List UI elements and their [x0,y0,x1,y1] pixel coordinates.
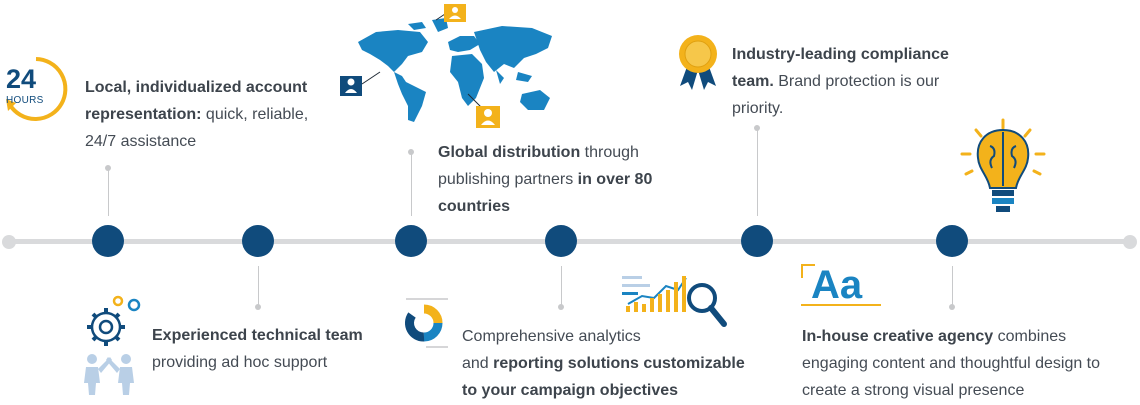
stem-dot-distribution [408,149,414,155]
technical-rest: providing ad hoc support [152,354,328,371]
typography-icon: Aa [801,264,881,306]
stem-technical [258,266,259,306]
gears-teamwork-icon [80,293,148,397]
distribution-bold-1: Global distribution [438,144,581,161]
24-hours-icon: 24 HOURS [2,55,70,123]
stem-dot-creative [949,304,955,310]
support-description: Local, individualized account representa… [85,74,325,155]
support-rest: quick, reliable, 24/7 assistance [85,106,309,150]
timeline-node-distribution [395,225,427,257]
technical-description: Experienced technical team providing ad … [152,322,412,376]
analytics-line-1: Comprehensive analytics [462,328,641,345]
compliance-description: Industry-leading compliance team. Brand … [732,41,972,122]
timeline-node-analytics [545,225,577,257]
distribution-description: Global distribution through publishing p… [438,139,668,220]
stem-creative [952,266,953,306]
donut-chart-icon [402,297,452,349]
world-map-icon [336,2,566,128]
stem-dot-support [105,165,111,171]
award-ribbon-icon [676,34,720,90]
analytics-line-2-bold: reporting solutions customizable [493,355,745,372]
stem-distribution [411,152,412,216]
timeline-start-cap [2,235,16,249]
24-hours-label: HOURS [6,95,44,106]
lightbulb-brain-icon [958,118,1048,218]
stem-dot-analytics [558,304,564,310]
distribution-rest: through publishing partners [438,144,639,188]
stem-dot-technical [255,304,261,310]
typography-corner-left [801,264,803,278]
typography-underline [801,304,881,306]
timeline-end-cap [1123,235,1137,249]
technical-bold: Experienced technical team [152,327,363,344]
compliance-bold: Industry-leading compliance team. [732,46,949,90]
typography-corner-top [801,264,815,266]
timeline-node-support [92,225,124,257]
analytics-line-2-plain: and [462,355,494,372]
stem-compliance [757,128,758,216]
compliance-rest: Brand protection is our priority. [732,73,940,117]
support-bold: Local, individualized account representa… [85,79,308,123]
creative-description: In-house creative agency combines engagi… [802,323,1122,404]
analytics-description: Comprehensive analytics and reporting so… [462,323,782,404]
timeline-node-creative [936,225,968,257]
creative-rest: combines engaging content and thoughtful… [802,328,1101,399]
timeline-node-technical [242,225,274,257]
distribution-bold-2: in over 80 countries [438,171,653,215]
analytics-line-3: to your campaign objectives [462,382,679,399]
stem-support [108,168,109,216]
creative-bold: In-house creative agency [802,328,994,345]
stem-analytics [561,266,562,306]
24-hours-number: 24 [6,64,37,94]
timeline-node-compliance [741,225,773,257]
typography-letters: Aa [811,263,863,307]
stem-dot-compliance [754,125,760,131]
analytics-magnifier-icon [620,268,730,332]
